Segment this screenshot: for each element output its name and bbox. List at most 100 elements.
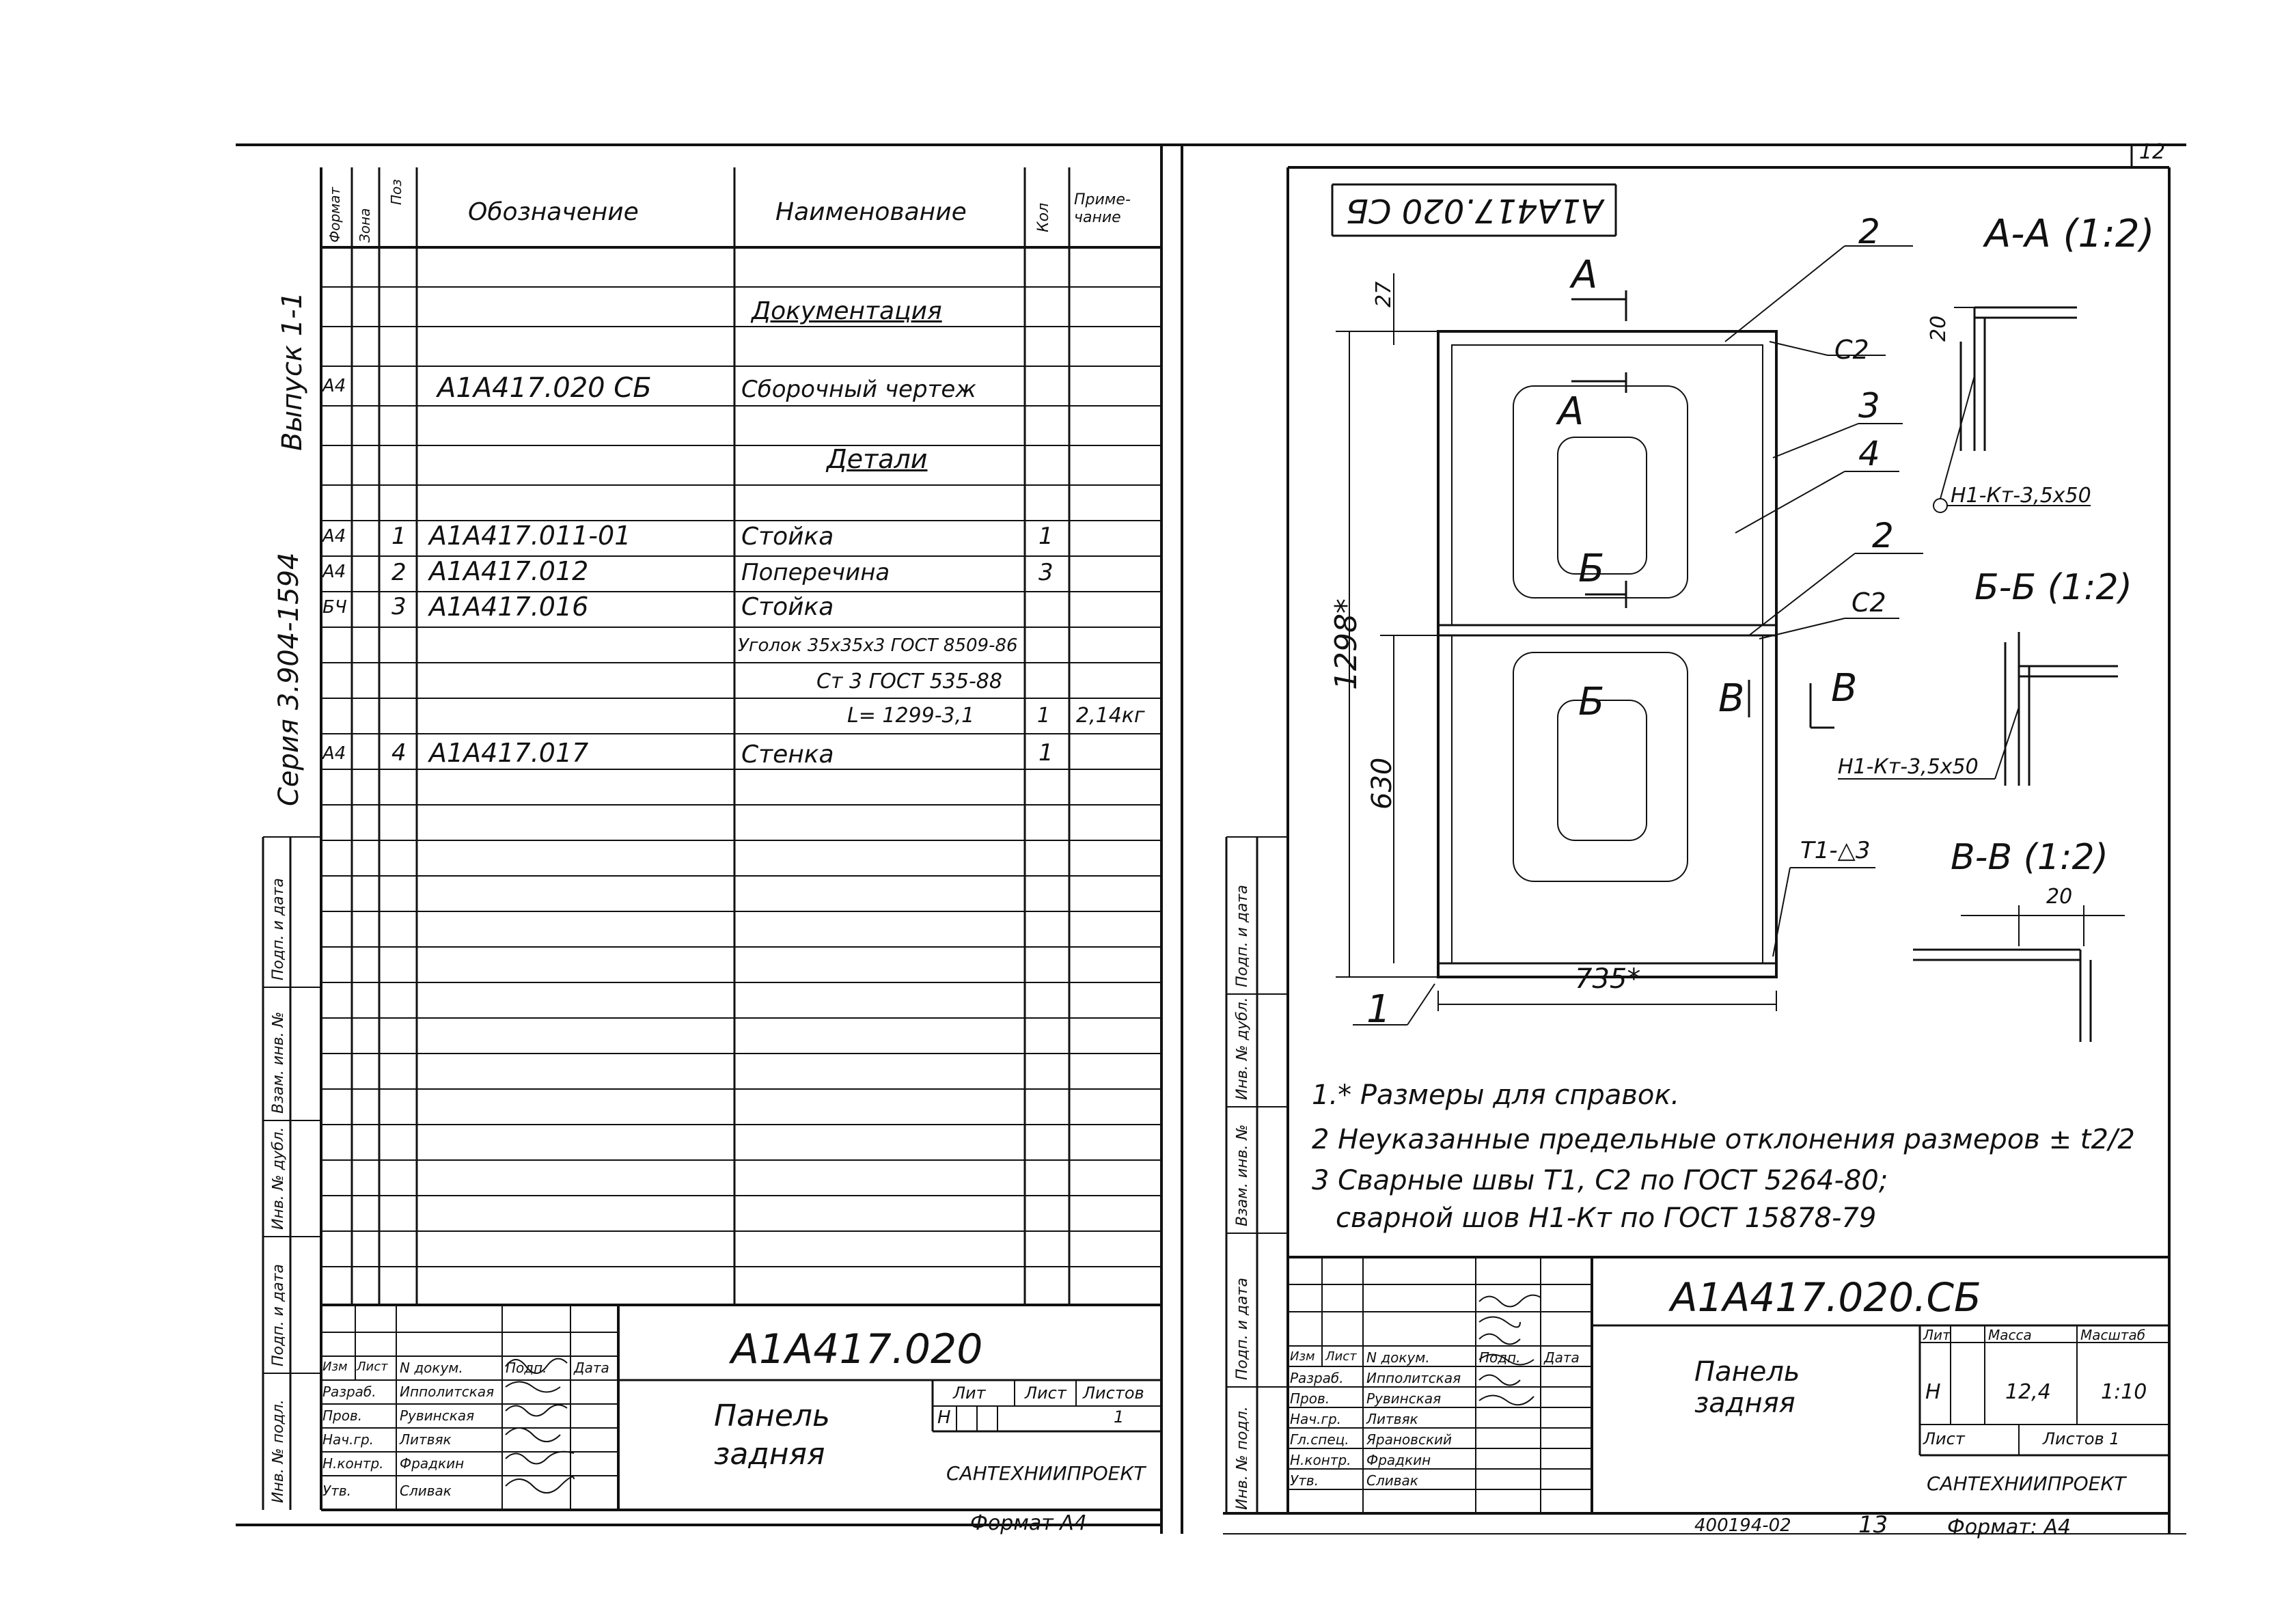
row-name: Поперечина (741, 559, 890, 586)
note-4: сварной шов Н1-Кт по ГОСТ 15878-79 (1336, 1202, 1877, 1234)
cut-b-top: Б (1578, 547, 1605, 591)
side-stamp-5: Инв. № подл. (270, 1399, 287, 1503)
r-side-stamp-5: Инв. № подл. (1234, 1406, 1251, 1510)
tb-org: САНТЕХНИИПРОЕКТ (946, 1462, 1146, 1485)
row-note: 2,14кг (1076, 704, 1145, 728)
row-qty: 3 (1038, 559, 1054, 586)
note-3: 3 Сварные швы Т1, С2 по ГОСТ 5264-80; (1312, 1165, 1888, 1196)
row-pos: 2 (391, 559, 407, 586)
dim-1298: 1298* (1329, 598, 1364, 690)
tb-role: Гл.спец. (1290, 1431, 1349, 1448)
tb-org: САНТЕХНИИПРОЕКТ (1927, 1472, 2126, 1495)
tb-role: Нач.гр. (322, 1431, 374, 1448)
tb-role: Пров. (1290, 1390, 1330, 1407)
left-title: Панель задняя (714, 1399, 830, 1472)
row-name: Ст 3 ГОСТ 535-88 (816, 670, 1002, 693)
row-qty: 1 (1038, 739, 1054, 767)
row-pos: 4 (391, 739, 407, 767)
tb-col-izm: Изм (1290, 1349, 1315, 1364)
view-a-label: А-А (1:2) (1985, 212, 2155, 256)
row-fmt: А4 (322, 743, 346, 764)
weld-h1-a: Н1-Кт-3,5x50 (1951, 484, 2091, 508)
row-name: Сборочный чертеж (741, 376, 976, 403)
col-format: Формат (327, 187, 343, 243)
cut-a-bottom: А (1558, 389, 1584, 434)
row-fmt: А4 (322, 526, 346, 547)
cut-v-left: В (1718, 676, 1745, 721)
dim-27: 27 (1372, 281, 1396, 307)
tb-col-list: Лист (1325, 1349, 1357, 1364)
row-name: Стойка (741, 523, 834, 551)
left-format: Формат А4 (970, 1511, 1087, 1535)
pos-3: 3 (1858, 386, 1880, 426)
tb-sheets-label: Листов (1083, 1384, 1144, 1403)
note-1: 1.* Размеры для справок. (1312, 1079, 1680, 1111)
col-zone: Зона (357, 208, 373, 243)
row-fmt: А4 (322, 562, 346, 582)
right-doc-number: А1А417.020.СБ (1670, 1274, 1981, 1321)
row-pos: 1 (391, 523, 407, 550)
tb-col-date: Дата (1544, 1349, 1580, 1366)
col-qty: Кол (1035, 202, 1052, 232)
tb-sheets-value: 1 (1114, 1407, 1125, 1427)
weld-t1: Т1-△3 (1800, 837, 1871, 864)
col-note: Приме- чание (1074, 191, 1131, 226)
tb-scale-value: 1:10 (2101, 1380, 2147, 1404)
row-name: Стойка (741, 593, 834, 621)
tb-mass-label: Масса (1988, 1327, 2032, 1343)
weld-h1-b: Н1-Кт-3,5x50 (1838, 755, 1979, 779)
tb-person: Рувинская (1366, 1390, 1442, 1407)
cut-v-right: В (1831, 666, 1858, 711)
col-name: Наименование (775, 198, 967, 226)
right-title: Панель задняя (1694, 1356, 1800, 1419)
r-side-stamp-3: Взам. инв. № (1234, 1124, 1251, 1226)
tb-person: Рувинская (400, 1407, 475, 1424)
row-fmt: А4 (322, 376, 346, 396)
tb-role: Утв. (1290, 1472, 1319, 1489)
side-stamp-4: Подп. и дата (270, 1264, 287, 1366)
row-designation: А1А417.016 (429, 592, 589, 622)
section-documentation: Документация (752, 297, 942, 325)
tb-role: Н.контр. (322, 1455, 384, 1472)
col-pos: Поз (388, 179, 404, 205)
tb-col-sign: Подп. (506, 1360, 547, 1376)
tb-col-date: Дата (574, 1360, 609, 1376)
left-doc-number: А1А417.020 (731, 1325, 983, 1373)
note-2: 2 Неуказанные предельные отклонения разм… (1312, 1124, 2135, 1155)
page-number: 12 (2138, 140, 2166, 164)
rotated-stamp: А1А417.020 СБ (1346, 191, 1604, 230)
tb-person: Сливак (400, 1483, 452, 1499)
tb-col-doc: N докум. (1366, 1349, 1430, 1366)
dim-20-v: 20 (2046, 885, 2073, 909)
series-stamp: Серия 3.904-1594 (273, 552, 305, 806)
tb-lit-value: Н (937, 1407, 951, 1428)
row-qty: 1 (1038, 523, 1054, 550)
weld-c2-middle: С2 (1852, 588, 1886, 618)
side-stamp-2: Взам. инв. № (270, 1011, 287, 1114)
r-side-stamp-1: Подп. и дата (1234, 885, 1251, 987)
tb-lit-label: Лит (953, 1384, 986, 1403)
pos-4: 4 (1858, 434, 1880, 473)
tb-person: Ярановский (1366, 1431, 1453, 1448)
issue-stamp: Выпуск 1-1 (277, 291, 308, 451)
tb-role: Разраб. (322, 1384, 376, 1400)
dim-20-a: 20 (1927, 315, 1951, 342)
row-name: Уголок 35x35x3 ГОСТ 8509-86 (738, 635, 1018, 656)
tb-person: Сливак (1366, 1472, 1418, 1489)
row-designation: А1А417.020 СБ (437, 372, 652, 404)
tb-sheets-label: Листов 1 (2043, 1429, 2120, 1448)
tb-lit-value: Н (1925, 1380, 1941, 1404)
tb-role: Разраб. (1290, 1370, 1344, 1386)
row-designation: А1А417.011-01 (429, 521, 631, 551)
tb-col-list: Лист (357, 1360, 388, 1374)
bottom-page: 13 (1858, 1511, 1888, 1539)
row-qty: 1 (1037, 704, 1051, 728)
dim-735: 735* (1575, 963, 1641, 995)
r-side-stamp-2: Инв. № дубл. (1234, 997, 1251, 1100)
r-side-stamp-4: Подп. и дата (1234, 1278, 1251, 1380)
tb-col-sign: Подп. (1479, 1349, 1521, 1366)
dim-630: 630 (1366, 757, 1398, 810)
tb-person: Ипполитская (400, 1384, 495, 1400)
right-format: Формат: А4 (1947, 1515, 2071, 1539)
